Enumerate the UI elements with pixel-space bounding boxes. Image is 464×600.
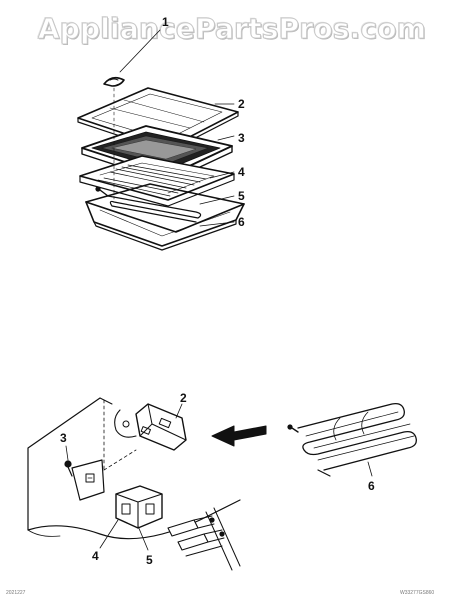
callout-lower-6: 6 bbox=[368, 479, 375, 493]
callout-upper-1: 1 bbox=[162, 15, 169, 29]
leader-line-6 bbox=[199, 221, 235, 227]
callout-lower-2: 2 bbox=[180, 391, 187, 405]
broiler-rack-part-4 bbox=[79, 155, 235, 207]
leader-line-5 bbox=[199, 195, 235, 205]
watermark: AppliancePartsPros.com bbox=[37, 12, 427, 46]
broiler-pan-part-6 bbox=[85, 183, 245, 251]
footer-right-code: W33277GS860 bbox=[400, 590, 434, 596]
leader-line-lower-5 bbox=[137, 525, 149, 551]
leader-line-lower-3 bbox=[65, 445, 69, 461]
callout-lower-5: 5 bbox=[146, 553, 153, 567]
callout-upper-3: 3 bbox=[238, 131, 245, 145]
callout-upper-2: 2 bbox=[238, 97, 245, 111]
callout-upper-6: 6 bbox=[238, 215, 245, 229]
terminal-block-part-5 bbox=[115, 485, 163, 529]
leader-line-4 bbox=[209, 171, 235, 179]
mounting-bracket-part-2 bbox=[114, 403, 187, 451]
callout-upper-5: 5 bbox=[238, 189, 245, 203]
callout-lower-4: 4 bbox=[92, 549, 99, 563]
leader-line-lower-4 bbox=[99, 519, 119, 549]
callout-lower-3: 3 bbox=[60, 431, 67, 445]
broil-element-part-6 bbox=[287, 402, 417, 477]
leader-line-1 bbox=[119, 29, 161, 73]
direction-arrow bbox=[211, 425, 267, 447]
footer-left-code: 2021227 bbox=[6, 590, 26, 596]
broiler-grid-part-3 bbox=[81, 125, 233, 183]
broil-element-part-5-upper bbox=[95, 186, 202, 223]
element-terminals bbox=[167, 507, 241, 571]
leader-line-3 bbox=[217, 135, 235, 141]
screw-and-plate-part-3 bbox=[64, 459, 105, 501]
callout-upper-4: 4 bbox=[238, 165, 245, 179]
leader-line-lower-2 bbox=[175, 403, 183, 419]
leader-line-lower-6 bbox=[367, 461, 373, 477]
handle-clip-part-1 bbox=[103, 76, 125, 87]
